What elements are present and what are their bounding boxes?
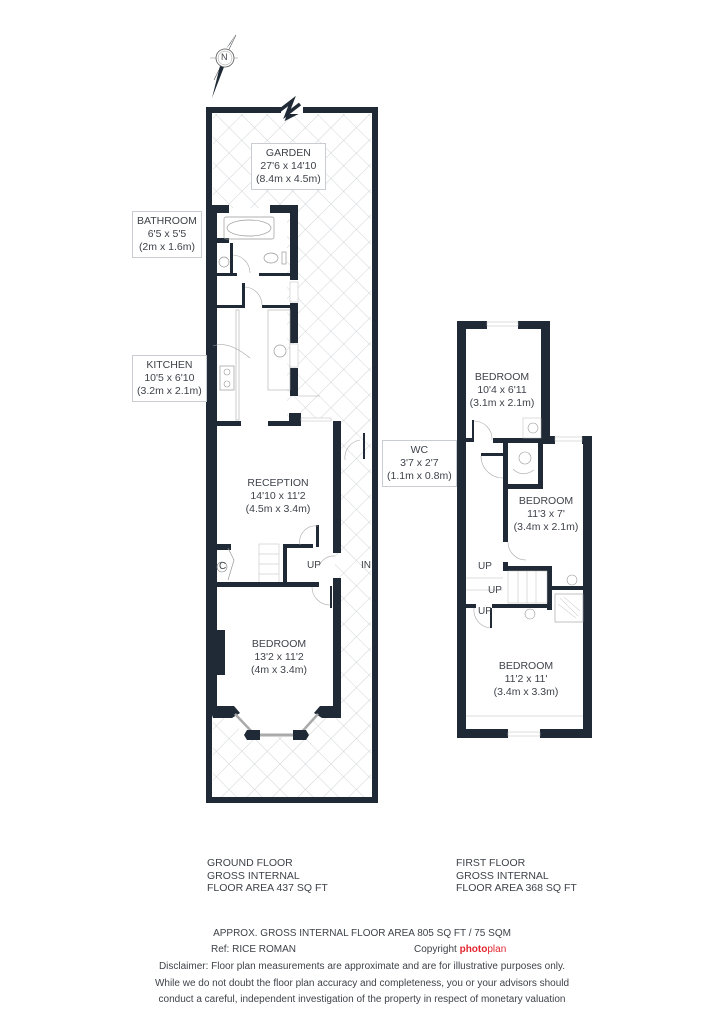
stairs-up-marker-3: UP — [478, 606, 492, 617]
reception-label: RECEPTION 14'10 x 11'2 (4.5m x 3.4m) — [245, 477, 311, 515]
disclaimer-line-1: Disclaimer: Floor plan measurements are … — [158, 961, 566, 972]
cupboard-marker: C — [219, 561, 227, 572]
reference: Ref: RICE ROMAN — [211, 944, 297, 955]
first-floor-plan — [457, 321, 592, 738]
kitchen-label: KITCHEN 10'5 x 6'10 (3.2m x 2.1m) — [132, 355, 207, 402]
ground-floor-summary: GROUND FLOOR GROSS INTERNAL FLOOR AREA 4… — [207, 857, 328, 894]
first-floor-summary: FIRST FLOOR GROSS INTERNAL FLOOR AREA 36… — [456, 857, 577, 894]
first-bedroom-3-label: BEDROOM 11'2 x 11' (3.4m x 3.3m) — [493, 660, 559, 698]
ground-floor-plan — [206, 95, 378, 803]
bathroom-label: BATHROOM 6'5 x 5'5 (2m x 1.6m) — [132, 211, 202, 258]
north-arrow-icon — [210, 34, 238, 98]
photoplan-logo: photoplan — [459, 944, 507, 955]
total-area: APPROX. GROSS INTERNAL FLOOR AREA 805 SQ… — [213, 928, 511, 939]
copyright: Copyright photoplan — [414, 944, 507, 955]
first-bedroom-2-label: BEDROOM 11'3 x 7' (3.4m x 2.1m) — [513, 495, 579, 533]
disclaimer-line-2: While we do not doubt the floor plan acc… — [154, 978, 570, 989]
stairs-up-marker-1: UP — [478, 561, 492, 572]
disclaimer-line-3: conduct a careful, independent investiga… — [158, 994, 566, 1005]
wc-label: WC 3'7 x 2'7 (1.1m x 0.8m) — [382, 440, 457, 487]
first-bedroom-1-label: BEDROOM 10'4 x 6'11 (3.1m x 2.1m) — [469, 371, 535, 409]
compass-label: N — [221, 52, 228, 62]
garden-label: GARDEN 27'6 x 14'10 (8.4m x 4.5m) — [251, 143, 326, 190]
stairs-up-marker: UP — [307, 560, 321, 571]
ground-bedroom-label: BEDROOM 13'2 x 11'2 (4m x 3.4m) — [250, 638, 307, 676]
entrance-marker: IN — [361, 560, 371, 571]
stairs-up-marker-2: UP — [488, 585, 502, 596]
